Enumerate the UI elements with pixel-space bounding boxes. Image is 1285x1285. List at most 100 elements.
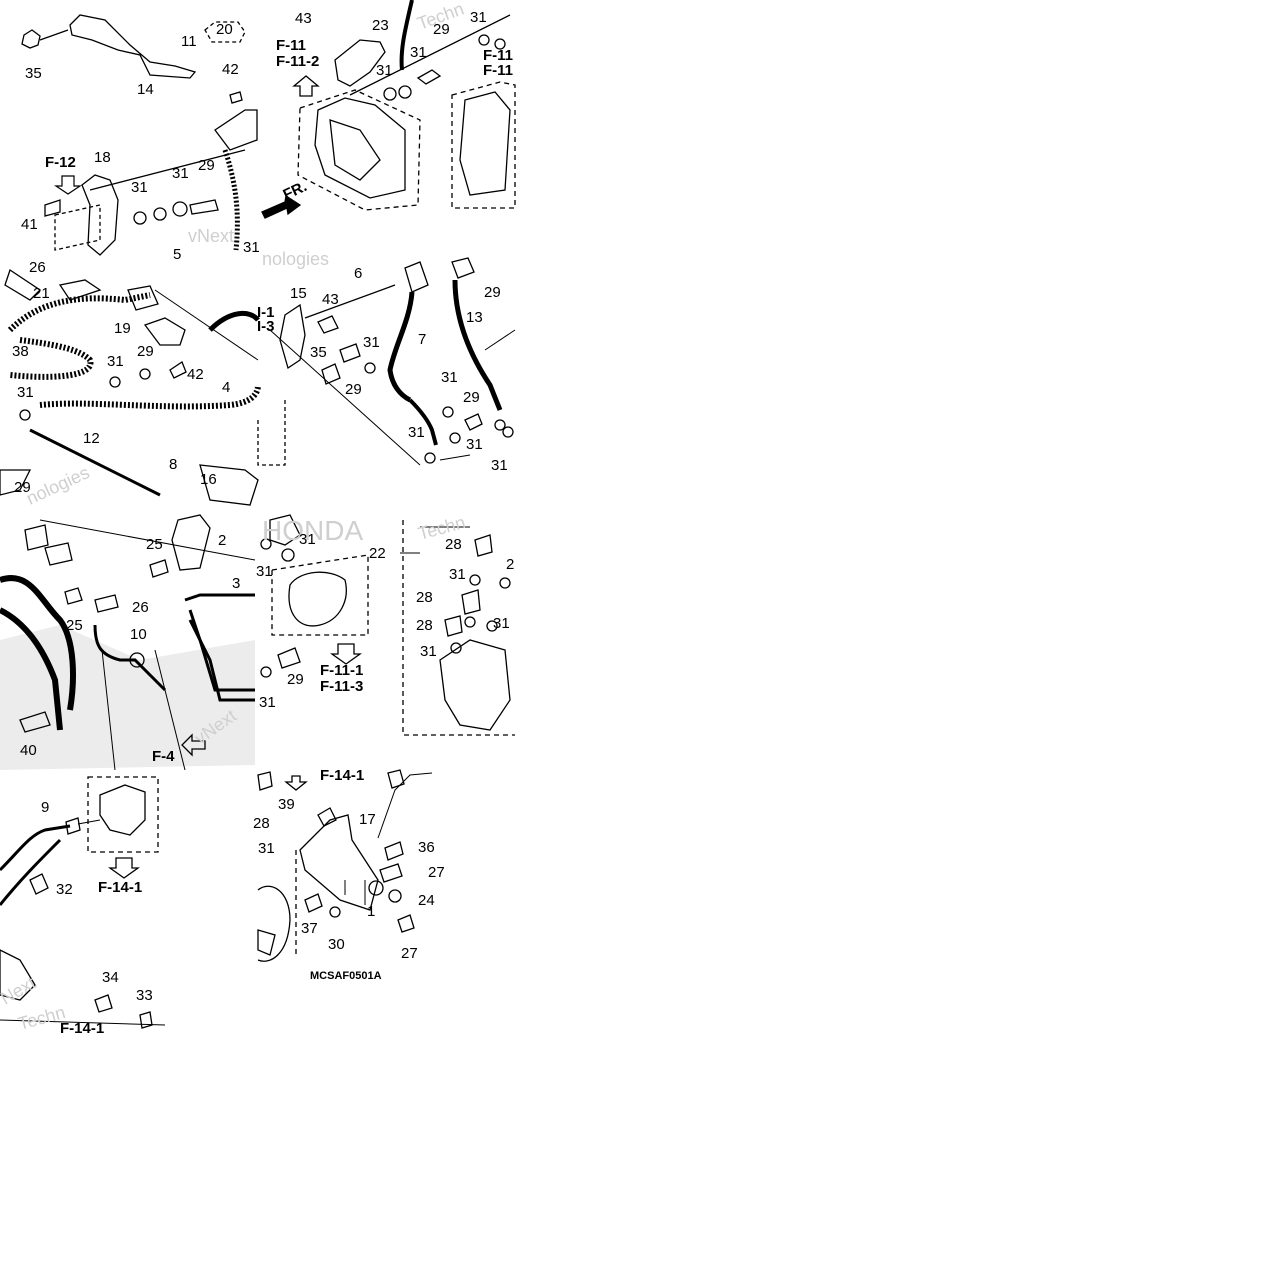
part-num: 29 <box>14 479 31 496</box>
part-num: 38 <box>12 343 29 360</box>
part-num: 31 <box>107 353 124 370</box>
ref-label: I-1 <box>257 304 275 321</box>
tile-3 <box>0 268 286 506</box>
tile-5 <box>0 514 256 771</box>
part-num: 31 <box>491 457 508 474</box>
part-num: 39 <box>278 796 295 813</box>
part-num: 29 <box>287 671 304 688</box>
part-num: 2 <box>506 556 514 573</box>
ref-label: F-12 <box>45 154 76 171</box>
ref-label: F-11-2 <box>276 53 319 70</box>
tile-4-labels: 6 15 43 29 13 7 31 35 29 31 29 31 31 31 <box>290 265 508 474</box>
ref-label: F-11 <box>483 62 513 79</box>
part-num: 16 <box>200 471 217 488</box>
part-num: 29 <box>463 389 480 406</box>
part-num: 29 <box>484 284 501 301</box>
part-num: 15 <box>290 285 307 302</box>
part-num: 31 <box>17 384 34 401</box>
ref-label: I-3 <box>257 318 275 335</box>
part-num: 31 <box>420 643 437 660</box>
part-num: 24 <box>418 892 435 909</box>
part-num: 4 <box>222 379 230 396</box>
diagram-code: MCSAF0501A <box>310 970 382 982</box>
tile-7 <box>0 776 166 1029</box>
tile-4 <box>269 257 516 466</box>
ref-label: F-4 <box>152 748 175 765</box>
part-num: 11 <box>181 33 197 50</box>
part-num: 40 <box>20 742 37 759</box>
ref-label: F-14-1 <box>60 1020 104 1037</box>
ref-label: F-11 <box>483 47 513 64</box>
part-num: 43 <box>295 10 312 27</box>
part-num: 31 <box>259 694 276 711</box>
brand-watermark: HONDA <box>262 515 363 546</box>
part-num: 42 <box>222 61 239 78</box>
ref-label: F-11-3 <box>320 678 363 695</box>
part-num: 31 <box>410 44 427 61</box>
part-num: 35 <box>25 65 42 82</box>
part-num: 20 <box>216 21 233 38</box>
part-num: 35 <box>310 344 327 361</box>
watermark: vNext <box>188 226 234 246</box>
ref-label: F-11-1 <box>320 662 363 679</box>
part-num: 8 <box>169 456 177 473</box>
watermark: nologies <box>262 249 329 269</box>
part-num: 9 <box>41 799 49 816</box>
part-num: 31 <box>131 179 148 196</box>
part-num: 43 <box>322 291 339 308</box>
part-num: 22 <box>369 545 386 562</box>
part-num: 31 <box>449 566 466 583</box>
part-num: 3 <box>232 575 240 592</box>
tile-6 <box>260 514 515 736</box>
part-num: 5 <box>173 246 181 263</box>
part-num: 29 <box>433 21 450 38</box>
part-num: 28 <box>445 536 462 553</box>
part-num: 31 <box>408 424 425 441</box>
part-num: 34 <box>102 969 119 986</box>
part-num: 30 <box>328 936 345 953</box>
part-num: 19 <box>114 320 131 337</box>
part-num: 25 <box>66 617 83 634</box>
part-num: 31 <box>258 840 275 857</box>
ref-label: F-14-1 <box>98 879 142 896</box>
part-num: 26 <box>29 259 46 276</box>
tile-1-labels: 20 11 35 14 42 F-12 18 31 31 29 41 5 31 … <box>21 21 260 263</box>
part-num: 27 <box>428 864 445 881</box>
part-num: 6 <box>354 265 362 282</box>
part-num: 31 <box>363 334 380 351</box>
part-num: 28 <box>416 617 433 634</box>
part-num: 14 <box>137 81 154 98</box>
part-num: 29 <box>345 381 362 398</box>
tile-8 <box>257 769 433 962</box>
part-num: 31 <box>466 436 483 453</box>
part-num: 23 <box>372 17 389 34</box>
part-num: 7 <box>418 331 426 348</box>
tile-1 <box>21 14 258 256</box>
part-num: 2 <box>218 532 226 549</box>
part-num: 1 <box>367 903 375 920</box>
part-num: 31 <box>470 9 487 26</box>
part-num: 27 <box>401 945 418 962</box>
part-num: 36 <box>418 839 435 856</box>
ref-label: F-14-1 <box>320 767 364 784</box>
part-num: 17 <box>359 811 376 828</box>
part-num: 31 <box>256 563 273 580</box>
tile-2 <box>261 0 516 219</box>
part-num: 31 <box>441 369 458 386</box>
part-num: 21 <box>33 285 50 302</box>
part-num: 41 <box>21 216 38 233</box>
ref-label: F-11 <box>276 37 306 54</box>
part-num: 31 <box>376 62 393 79</box>
part-num: 42 <box>187 366 204 383</box>
part-num: 31 <box>243 239 260 256</box>
part-num: 18 <box>94 149 111 166</box>
part-num: 25 <box>146 536 163 553</box>
part-num: 31 <box>172 165 189 182</box>
part-num: 10 <box>130 626 147 643</box>
tile-8-labels: F-14-1 39 17 28 31 36 27 24 1 37 30 27 M… <box>253 767 445 982</box>
part-num: 33 <box>136 987 153 1004</box>
part-num: 28 <box>416 589 433 606</box>
part-num: 32 <box>56 881 73 898</box>
part-num: 31 <box>493 615 510 632</box>
